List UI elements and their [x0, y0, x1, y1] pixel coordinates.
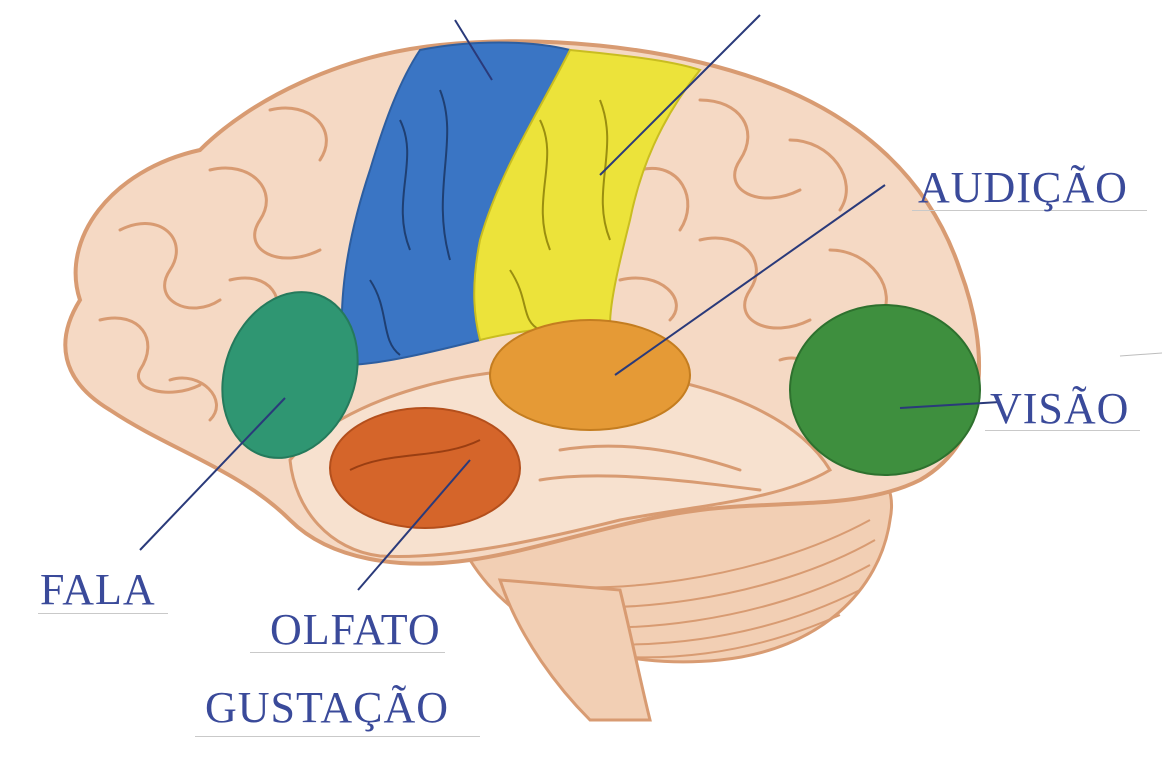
hearing-area	[490, 320, 690, 430]
vision-area	[790, 305, 980, 475]
smell-taste-area	[330, 408, 520, 528]
label-fala: FALA	[40, 568, 156, 612]
label-visao: VISÃO	[990, 387, 1129, 431]
label-audicao: AUDIÇÃO	[918, 166, 1128, 210]
scan-artifact-line	[1120, 353, 1162, 356]
gustacao-underline	[195, 736, 480, 737]
label-olfato: OLFATO	[270, 608, 441, 652]
label-gustacao: GUSTAÇÃO	[205, 686, 449, 730]
